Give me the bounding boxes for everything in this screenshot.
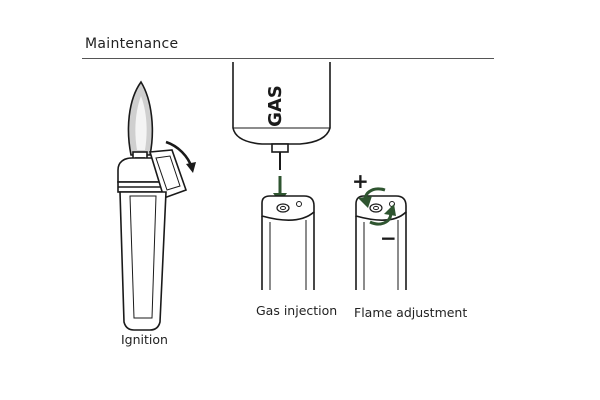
caption-ignition: Ignition [121,332,168,347]
caption-flame-adjustment: Flame adjustment [354,305,468,320]
caption-gas-injection: Gas injection [256,303,338,318]
plus-symbol: + [352,169,369,193]
gas-label: GAS [265,85,286,127]
title-divider [82,58,494,59]
section-title: Maintenance [85,36,179,52]
flame-adjustment-figure [355,187,407,290]
gas-injection-figure [232,62,331,290]
minus-symbol: − [380,226,397,250]
ignition-figure [117,80,196,331]
